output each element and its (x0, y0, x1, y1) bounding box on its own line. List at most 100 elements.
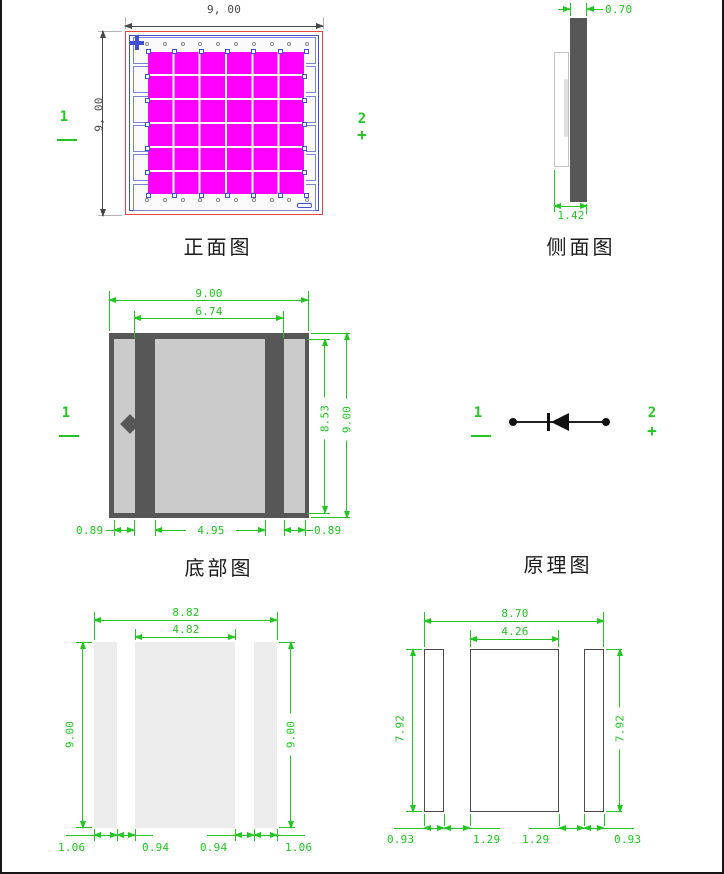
ext-line (584, 814, 585, 826)
grid-pad-marker (145, 98, 150, 103)
ext-line (554, 170, 555, 212)
ext-line (307, 339, 330, 340)
ext-line (559, 814, 560, 826)
reflow-hole (180, 198, 185, 202)
reflow-hole (251, 42, 256, 46)
grid-pad-marker (304, 193, 309, 198)
ext-line (283, 311, 284, 338)
ext-line (424, 814, 425, 826)
ext-line (586, 204, 587, 214)
solder-pad-center (135, 642, 235, 828)
dim-line-bottom-pad-right (283, 527, 306, 533)
dim-label-bottom-outer-height: 9.00 (340, 398, 354, 441)
ext-line (603, 612, 604, 647)
schematic-terminal-dot (509, 418, 517, 426)
dim-label-a-outer-width: 8.82 (160, 606, 212, 619)
dim-line-side-bottom (553, 203, 588, 209)
reflow-hole (287, 42, 292, 46)
grid-pad-marker (304, 49, 309, 54)
dim-line-front-height (100, 30, 106, 217)
dim-label-a-left-height: 9.00 (63, 720, 77, 749)
dim-label-b-right-height: 7.92 (613, 707, 627, 750)
front-package-outline (125, 31, 323, 215)
dim-line-side-top (558, 6, 571, 12)
dim-line-side-top (586, 6, 603, 12)
dim-line-a-b1 (93, 832, 118, 838)
grid-pad-marker (146, 193, 151, 198)
dim-label-a-b3: 0.94 (200, 841, 228, 854)
pin1-minus-icon (59, 435, 79, 437)
reflow-hole (162, 198, 167, 202)
grid-pad-marker (145, 170, 150, 175)
grid-pad-marker (146, 49, 151, 54)
grid-pad-marker (302, 170, 307, 175)
dim-tail (207, 835, 235, 836)
grid-pad-marker (225, 193, 230, 198)
dim-line-a-outer-width (93, 617, 278, 623)
ext-line (98, 31, 122, 32)
grid-pad-marker (278, 193, 283, 198)
dim-line-front-width (124, 23, 324, 29)
side-view-title: 侧面图 (546, 237, 616, 259)
ext-line (109, 291, 110, 331)
dim-label-side-bottom: 1.42 (557, 209, 585, 222)
dim-label-bottom-outer-width: 9.00 (183, 287, 235, 300)
dim-line-b-left-height (410, 648, 416, 813)
ext-line (424, 612, 425, 647)
dim-label-b-left-height: 7.92 (393, 714, 407, 743)
grid-pad-marker (145, 74, 150, 79)
grid-pad-marker (302, 146, 307, 151)
reflow-hole (198, 42, 203, 46)
bottom-view-title: 底部图 (184, 558, 254, 580)
ext-line (308, 291, 309, 331)
schematic-title: 原理图 (523, 555, 593, 577)
dim-label-a-b4: 1.06 (285, 841, 313, 854)
dim-line-bottom-inner-width (133, 315, 284, 321)
side-lens-bump (564, 79, 568, 137)
grid-pad-marker (199, 49, 204, 54)
dim-tail (135, 835, 153, 836)
pin2-label: 2 (357, 111, 367, 127)
dim-line-a-left-height (80, 641, 86, 829)
grid-pad-marker (172, 193, 177, 198)
dim-tail (66, 835, 94, 836)
ext-line (311, 333, 350, 334)
stencil-pad-left (424, 649, 444, 812)
ext-line (134, 311, 135, 338)
pin1-label: 1 (61, 405, 71, 421)
grid-pad-marker (225, 49, 230, 54)
pin1-label: 1 (59, 109, 69, 125)
ext-line (279, 642, 295, 643)
ext-line (277, 612, 278, 640)
ext-line (444, 814, 445, 826)
dim-label-b-b2: 1.29 (473, 833, 501, 846)
ext-line (307, 513, 330, 514)
grid-pad-marker (172, 49, 177, 54)
diode-cathode-bar (547, 413, 550, 431)
reflow-hole (216, 198, 221, 202)
dim-line-bottom-pad-left (113, 527, 135, 533)
dim-line-b-b3 (558, 825, 585, 831)
grid-pad-marker (302, 122, 307, 127)
reflow-hole (269, 42, 274, 46)
reflow-hole (145, 198, 149, 202)
dim-label-a-b1: 1.06 (58, 841, 86, 854)
dim-tail (394, 828, 424, 829)
dim-label-bottom-pad-left: 0.89 (76, 524, 104, 537)
dim-label-bottom-pad-right: 0.89 (314, 524, 342, 537)
dim-line-b-outer-width (423, 618, 605, 624)
reflow-hole (145, 42, 149, 46)
reflow-hole (251, 198, 256, 202)
dim-label-b-b3: 1.29 (522, 833, 550, 846)
grid-pad-marker (278, 49, 283, 54)
dim-label-side-top: 0.70 (605, 3, 633, 16)
dim-label-a-right-height: 9.00 (284, 713, 298, 756)
dim-label-a-inner-width: 4.82 (160, 623, 212, 636)
grid-pad-marker (251, 49, 256, 54)
dim-tail (106, 530, 114, 531)
dim-line-b-b1 (423, 825, 445, 831)
ext-line (606, 811, 622, 812)
dim-label-bottom-inner-width: 6.74 (182, 305, 236, 318)
pin1-minus-icon (471, 435, 491, 437)
